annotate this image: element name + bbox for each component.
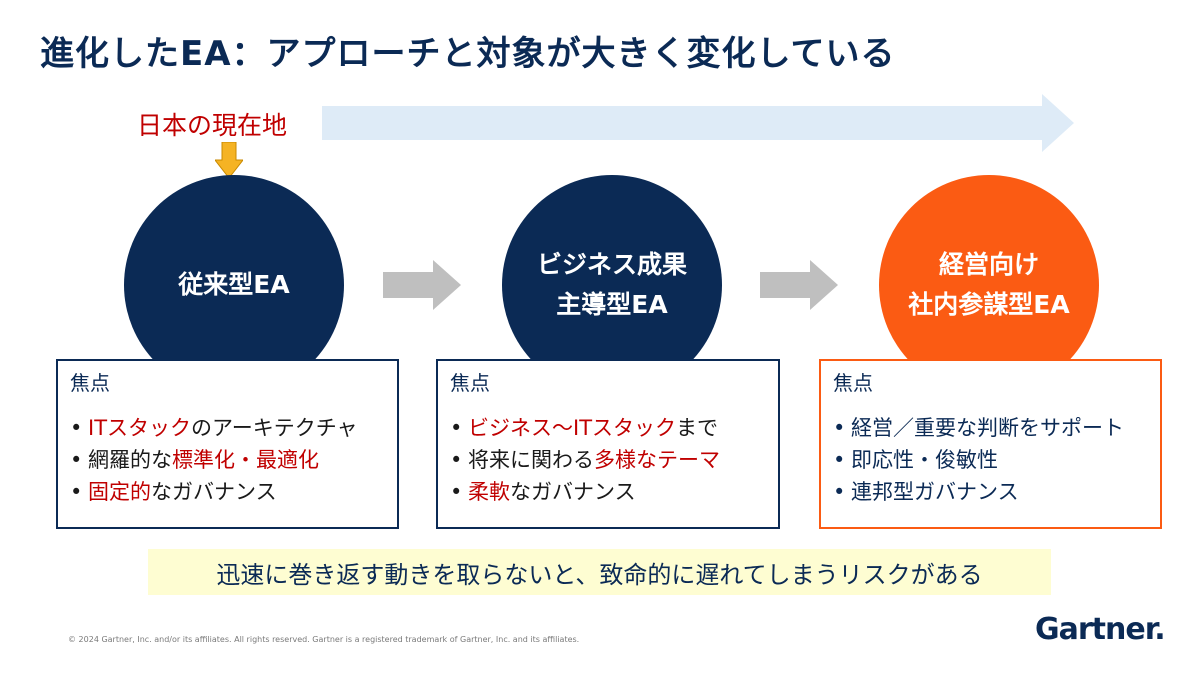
gartner-logo: Gartner.: [1035, 612, 1166, 647]
focus-box-executive-advisor: 焦点 •経営／重要な判断をサポート •即応性・俊敏性 •連邦型ガバナンス: [819, 359, 1162, 529]
risk-banner-text: 迅速に巻き返す動きを取らないと、致命的に遅れてしまうリスクがある: [216, 560, 983, 589]
focus-heading: 焦点: [450, 371, 490, 395]
stage-executive-advisor-ea: 経営向け 社内参謀型EA: [879, 175, 1099, 395]
stage-transition-arrow: [760, 260, 838, 310]
current-position-label: 日本の現在地: [137, 111, 288, 140]
stage-label: 経営向け: [938, 250, 1039, 279]
focus-box-business-outcome: 焦点 •ビジネス～ITスタックまで •将来に関わる多様なテーマ •柔軟なガバナン…: [436, 359, 780, 529]
focus-item: •連邦型ガバナンス: [833, 480, 1019, 504]
stage-transition-arrow: [383, 260, 461, 310]
stage-label: 主導型EA: [556, 290, 668, 319]
stage-business-outcome-ea: ビジネス成果 主導型EA: [502, 175, 722, 395]
focus-item: •網羅的な標準化・最適化: [70, 448, 319, 472]
stage-traditional-ea: 従来型EA: [124, 175, 344, 395]
focus-box-traditional: 焦点 •ITスタックのアーキテクチャ •網羅的な標準化・最適化 •固定的なガバナ…: [56, 359, 399, 529]
focus-item: •ビジネス～ITスタックまで: [450, 416, 719, 440]
page-title: 進化したEA：アプローチと対象が大きく変化している: [40, 34, 896, 74]
risk-banner: 迅速に巻き返す動きを取らないと、致命的に遅れてしまうリスクがある: [148, 549, 1051, 595]
copyright-footer: © 2024 Gartner, Inc. and/or its affiliat…: [68, 635, 580, 644]
stage-label: 従来型EA: [178, 270, 290, 299]
focus-heading: 焦点: [70, 371, 110, 395]
stage-label: ビジネス成果: [536, 250, 687, 279]
focus-item: •即応性・俊敏性: [833, 448, 998, 472]
focus-heading: 焦点: [833, 371, 873, 395]
current-position-marker-arrow: [215, 142, 243, 178]
focus-item: •柔軟なガバナンス: [450, 480, 636, 504]
focus-item: •将来に関わる多様なテーマ: [450, 448, 720, 472]
focus-item: •固定的なガバナンス: [70, 480, 277, 504]
focus-item: •経営／重要な判断をサポート: [833, 416, 1124, 440]
focus-item: •ITスタックのアーキテクチャ: [70, 416, 358, 440]
timeline-arrow: [322, 94, 1074, 152]
stage-label: 社内参謀型EA: [908, 290, 1070, 319]
